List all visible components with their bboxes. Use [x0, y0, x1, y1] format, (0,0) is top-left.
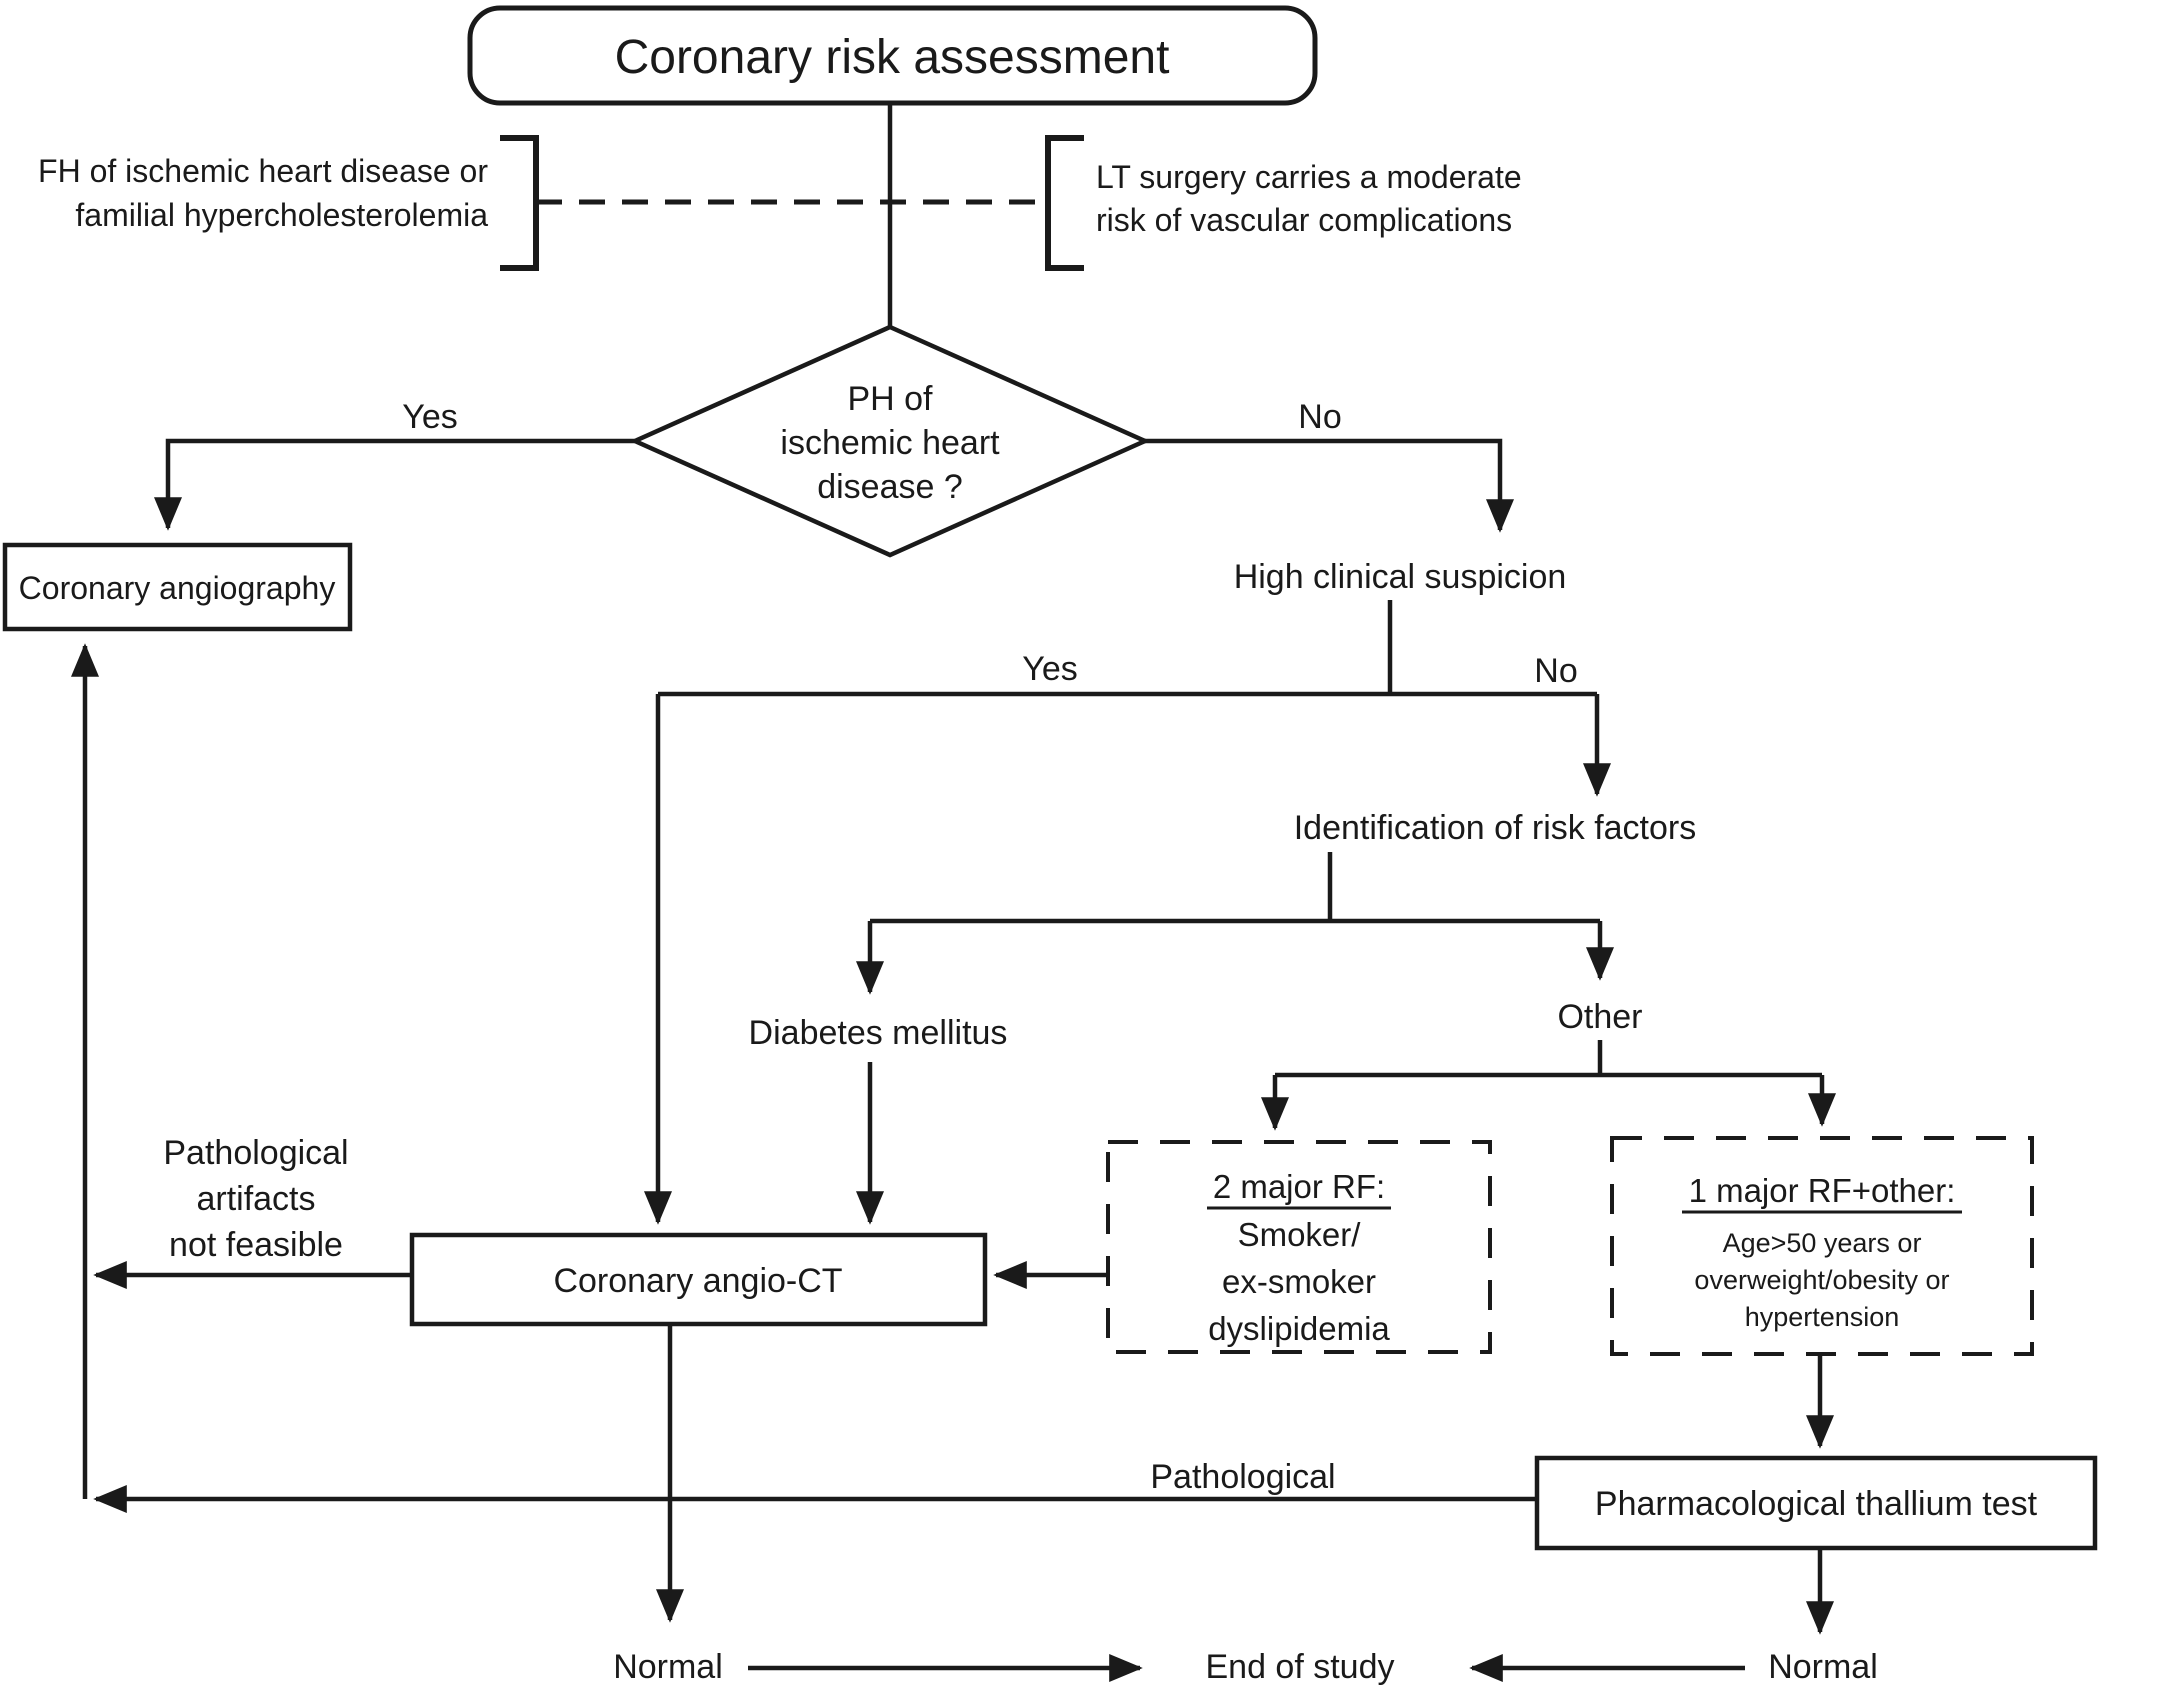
rf2-title: 2 major RF: [1213, 1168, 1385, 1205]
decision-line1: PH of [847, 380, 933, 418]
coronary-angiography-box [2, 542, 353, 632]
decision-line2: ischemic heart [780, 424, 1000, 462]
node-diabetes-mellitus: Diabetes mellitus [749, 1014, 1008, 1052]
note-lt-surgery: LT surgery carries a moderate risk of va… [1045, 135, 1522, 271]
label-hcs-yes: Yes [1022, 650, 1077, 688]
title-box [467, 5, 1318, 106]
rf2-dashed-box [1106, 1140, 1492, 1354]
node-end-of-study: End of study [1205, 1648, 1394, 1686]
note-fh-line1: FH of ischemic heart disease or [38, 153, 488, 189]
node-1-major-rf-other: 1 major RF+other: Age>50 years or overwe… [1610, 1136, 2034, 1356]
rf2-line1: Smoker/ [1238, 1216, 1362, 1253]
note-lt-line2: risk of vascular complications [1096, 202, 1512, 238]
rf1-dashed-box [1610, 1136, 2034, 1356]
angio-ct-label: Coronary angio-CT [553, 1262, 842, 1300]
edge-ph-no [1145, 438, 1514, 533]
note-fh-line2: familial hypercholesterolemia [75, 197, 488, 233]
rf1-line3: hypertension [1745, 1302, 1900, 1332]
angio-ct-box [409, 1232, 988, 1327]
rf1-title: 1 major RF+other: [1689, 1172, 1956, 1209]
title-node: Coronary risk assessment [467, 5, 1318, 106]
note-lt-line1: LT surgery carries a moderate [1096, 159, 1522, 195]
label-pathological-artifacts: Pathological artifacts not feasible [163, 1134, 348, 1264]
node-coronary-angio-ct: Coronary angio-CT [409, 1232, 988, 1327]
label-ph-no: No [1298, 398, 1341, 436]
thallium-label: Pharmacological thallium test [1595, 1485, 2038, 1523]
node-other: Other [1557, 998, 1642, 1036]
label-hcs-no: No [1534, 652, 1577, 690]
rf2-line3: dyslipidemia [1208, 1310, 1390, 1347]
node-thallium-test: Pharmacological thallium test [1534, 1455, 2098, 1551]
right-bracket-icon [500, 135, 539, 271]
decision-line3: disease ? [817, 468, 963, 506]
edge-ph-yes [154, 438, 635, 531]
artifacts-line2: artifacts [196, 1180, 315, 1218]
node-normal-right: Normal [1768, 1648, 1878, 1686]
rf1-line1: Age>50 years or [1723, 1228, 1922, 1258]
rf2-line2: ex-smoker [1222, 1263, 1376, 1300]
rf1-line2: overweight/obesity or [1694, 1265, 1949, 1295]
label-ph-yes: Yes [402, 398, 457, 436]
node-high-clinical-suspicion: High clinical suspicion [1234, 558, 1567, 596]
node-normal-left: Normal [613, 1648, 723, 1686]
node-risk-factors: Identification of risk factors [1294, 809, 1697, 847]
decision-diamond [629, 324, 1151, 558]
coronary-angiography-label: Coronary angiography [19, 570, 336, 606]
note-family-history: FH of ischemic heart disease or familial… [38, 135, 539, 271]
left-bracket-icon [1045, 135, 1084, 271]
label-pathological: Pathological [1150, 1458, 1335, 1496]
decision-ph-ischemic-heart-disease: PH of ischemic heart disease ? [629, 324, 1151, 558]
node-coronary-angiography: Coronary angiography [2, 542, 353, 632]
page-title: Coronary risk assessment [615, 31, 1170, 84]
artifacts-line3: not feasible [169, 1226, 343, 1264]
artifacts-line1: Pathological [163, 1134, 348, 1172]
thallium-box [1534, 1455, 2098, 1551]
node-2-major-rf: 2 major RF: Smoker/ ex-smoker dyslipidem… [1106, 1140, 1492, 1354]
